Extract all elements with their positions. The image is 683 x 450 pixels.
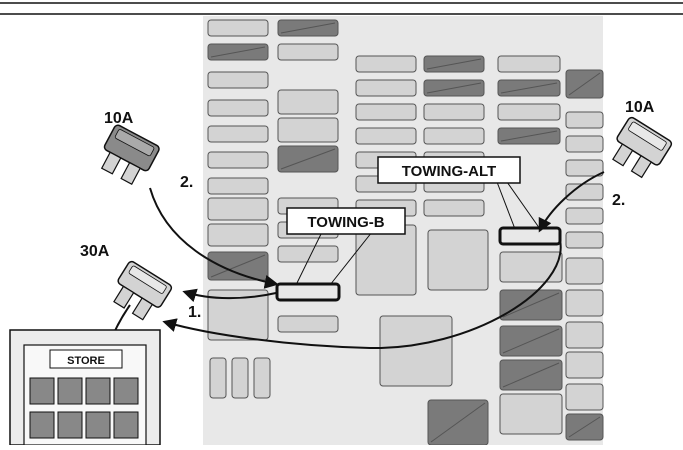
panel-fuse-diagonal xyxy=(280,148,336,170)
panel-fuse-slot xyxy=(565,135,604,153)
step-right-number: 2. xyxy=(612,192,625,209)
panel-fuse-slot xyxy=(207,289,269,341)
panel-fuse-slot xyxy=(355,224,417,296)
panel-fuse-diagonal xyxy=(210,254,266,278)
towing-b-fuse-highlight xyxy=(275,282,341,302)
panel-fuse-diagonal xyxy=(426,58,482,70)
panel-fuse-slot xyxy=(565,159,604,177)
panel-fuse-diagonal xyxy=(500,130,558,142)
arrow-return-to-panel xyxy=(162,239,562,350)
panel-fuse-slot xyxy=(499,251,563,283)
panel-fuse-slot xyxy=(253,357,271,399)
panel-fuse-slot xyxy=(565,231,604,249)
panel-fuse-slot xyxy=(379,315,453,387)
store-fuse-slot xyxy=(57,377,83,405)
store-label: STORE xyxy=(67,355,105,367)
panel-fuse-slot xyxy=(565,257,604,285)
fuse-left-mid-rating: 30A xyxy=(80,243,110,260)
panel-fuse-slot xyxy=(207,197,269,221)
panel-fuse-slot xyxy=(207,99,269,117)
panel-fuse-slot xyxy=(499,393,563,435)
arrow-remove-30a xyxy=(182,288,277,303)
panel-fuse-slot xyxy=(277,89,339,115)
panel-fuse-slot xyxy=(277,245,339,263)
fuse-storage-box-icon xyxy=(9,329,161,446)
arrow-insert-left-10a xyxy=(149,187,279,289)
panel-fuse-slot xyxy=(423,127,485,145)
store-fuse-slot xyxy=(85,411,111,439)
panel-fuse-slot xyxy=(209,357,227,399)
panel-fuse-slot xyxy=(355,79,417,97)
panel-fuse-slot xyxy=(277,117,339,143)
panel-fuse-diagonal xyxy=(210,46,266,58)
panel-fuse-slot xyxy=(355,127,417,145)
towing-alt-fuse-highlight xyxy=(498,226,562,246)
panel-fuse-diagonal xyxy=(426,82,482,94)
fuse-10a-right-icon xyxy=(612,116,673,179)
panel-fuse-slot xyxy=(423,199,485,217)
panel-fuse-slot xyxy=(565,289,604,317)
panel-fuse-slot xyxy=(423,103,485,121)
panel-fuse-diagonal xyxy=(502,328,560,354)
panel-fuse-slot xyxy=(355,103,417,121)
panel-fuse-diagonal xyxy=(502,362,560,388)
panel-fuse-slot xyxy=(565,383,604,411)
step-left-number: 2. xyxy=(180,174,193,191)
panel-fuse-diagonal xyxy=(430,402,486,443)
panel-fuse-slot xyxy=(207,19,269,37)
callout-towing-b-label: TOWING-B xyxy=(307,214,384,231)
panel-fuse-slot xyxy=(565,207,604,225)
store-fuse-slot xyxy=(29,377,55,405)
fuse-right-top-rating: 10A xyxy=(625,99,655,116)
fuse-30a-icon xyxy=(113,260,173,321)
panel-fuse-slot xyxy=(207,71,269,89)
panel-fuse-diagonal xyxy=(280,22,336,34)
panel-fuse-slot xyxy=(207,125,269,143)
step-one-number: 1. xyxy=(188,304,201,321)
callout-towing-alt-label: TOWING-ALT xyxy=(402,163,496,180)
store-fuse-slot xyxy=(57,411,83,439)
store-fuse-slot xyxy=(113,377,139,405)
panel-fuse-slot xyxy=(277,315,339,333)
panel-fuse-diagonal xyxy=(500,82,558,94)
store-fuse-slot xyxy=(113,411,139,439)
store-fuse-slot xyxy=(85,377,111,405)
panel-fuse-slot xyxy=(565,321,604,349)
panel-fuse-slot xyxy=(207,223,269,247)
fuse-10a-icon xyxy=(100,124,160,185)
callout-towing-alt: TOWING-ALT xyxy=(377,156,541,230)
panel-fuse-diagonal xyxy=(502,292,560,318)
callout-towing-b: TOWING-B xyxy=(286,207,406,286)
panel-fuse-slot xyxy=(565,351,604,379)
arrow-insert-right-10a xyxy=(538,171,605,233)
store-fuse-slot xyxy=(29,411,55,439)
panel-fuse-diagonal xyxy=(568,72,601,96)
panel-fuse-slot xyxy=(565,183,604,201)
panel-fuse-slot xyxy=(497,55,561,73)
panel-fuse-slot xyxy=(497,103,561,121)
panel-fuse-slot xyxy=(355,55,417,73)
panel-fuse-slot xyxy=(231,357,249,399)
panel-fuse-diagonal xyxy=(568,416,601,438)
panel-fuse-slot xyxy=(207,177,269,195)
panel-fuse-slot xyxy=(207,151,269,169)
panel-fuse-slot xyxy=(565,111,604,129)
panel-fuse-slot xyxy=(277,43,339,61)
panel-fuse-slot xyxy=(427,229,489,291)
fuse-left-top-rating: 10A xyxy=(104,110,134,127)
